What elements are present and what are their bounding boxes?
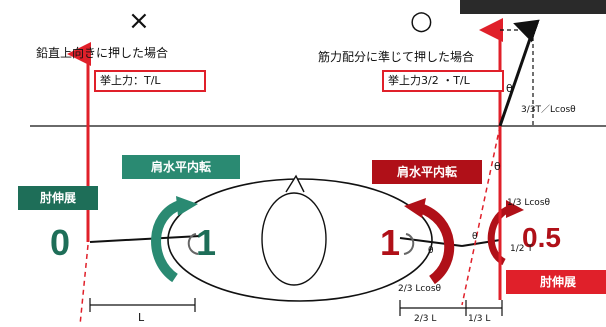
right-dashed-diagonal <box>461 125 501 306</box>
right-rotation-arrowhead <box>404 198 426 218</box>
success-mark: ○ <box>410 6 433 36</box>
theta-joint-b: θ <box>428 246 434 256</box>
resultant-arrow <box>498 19 540 127</box>
vector-label: 3/3T／Lcosθ <box>521 105 576 115</box>
dim-one-third-label: 1/3 L <box>468 314 491 324</box>
left-caption: 鉛直上向きに押した場合 <box>36 46 169 60</box>
left-rotation-arrowhead <box>176 196 198 216</box>
left-rotation-arc <box>151 200 183 283</box>
left-rotation-tag: 肩水平内転 <box>122 155 240 179</box>
lower-label: 2/3 Lcosθ <box>398 284 442 294</box>
dim-two-thirds-label: 2/3 L <box>414 314 437 324</box>
right-force-box: 挙上力3/2 ・T/L <box>382 70 504 92</box>
right-caption: 筋力配分に準じて押した場合 <box>318 50 475 64</box>
theta-mid: θ <box>494 160 501 173</box>
theta-upper: θ <box>506 82 513 95</box>
left-joint-arrow <box>187 233 199 255</box>
right-elbow-tag: 肘伸展 <box>506 270 606 294</box>
thumbnail-image <box>460 0 606 14</box>
torso-ellipse <box>167 178 433 302</box>
nose-triangle <box>285 174 305 193</box>
left-rotation-number: 1 <box>196 222 217 263</box>
right-rotation-tag: 肩水平内転 <box>372 160 482 184</box>
leg-label: 1/3 Lcosθ <box>507 198 551 208</box>
left-dashed-line <box>79 244 89 326</box>
elbow-rotation-arrowhead <box>506 200 524 218</box>
left-number: 0 <box>50 222 71 263</box>
dim-left-label: L <box>138 311 145 324</box>
theta-joint-a: θ <box>472 232 478 242</box>
head-oval <box>261 192 327 286</box>
half-t-label: 1/2 T <box>510 244 533 254</box>
right-rotation-number: 1 <box>380 222 401 263</box>
elbow-number: 0.5 <box>522 222 561 253</box>
right-joint-arrow <box>403 233 415 255</box>
left-elbow-tag: 肘伸展 <box>18 186 98 210</box>
left-forearm-line <box>89 235 201 243</box>
left-force-box: 挙上力：T/L <box>94 70 206 92</box>
right-rotation-arc <box>418 203 455 285</box>
fail-mark: × <box>128 6 150 36</box>
